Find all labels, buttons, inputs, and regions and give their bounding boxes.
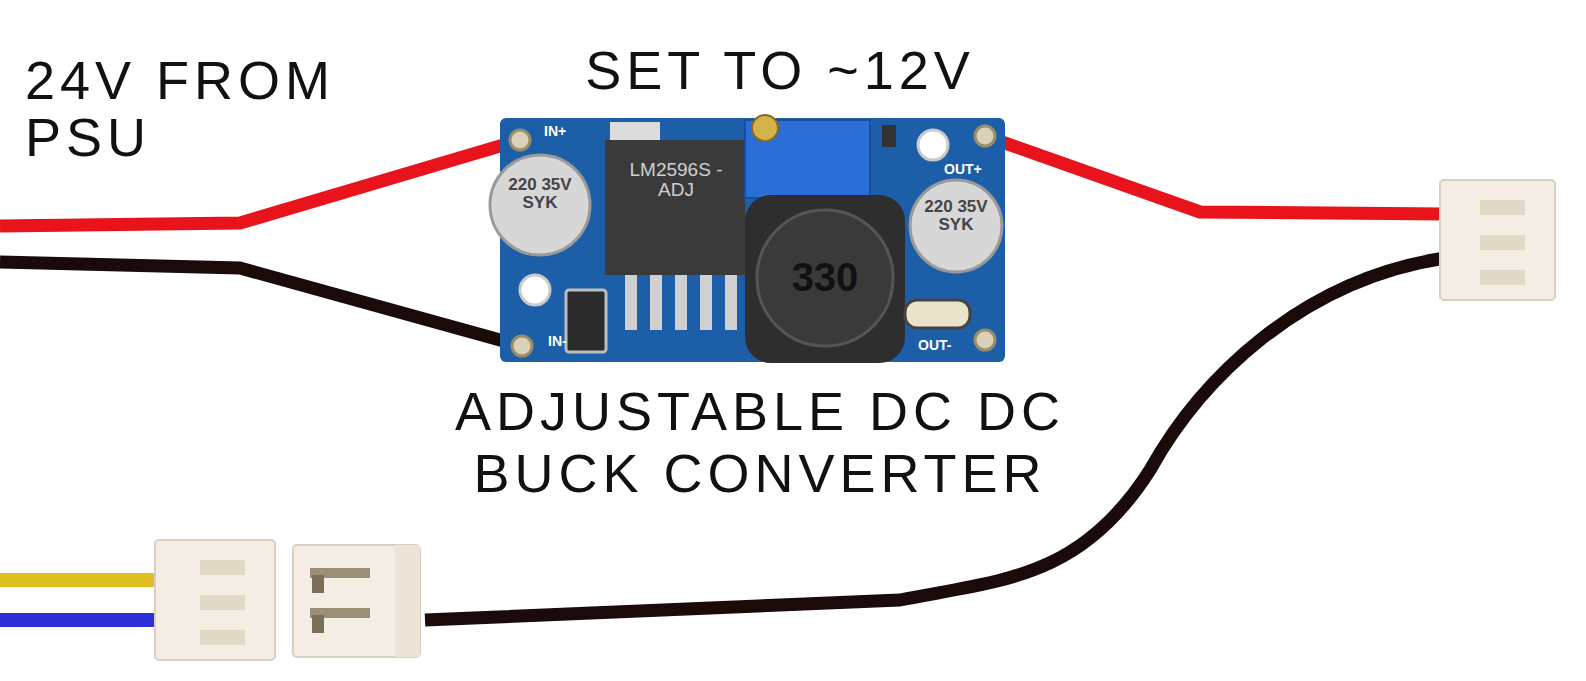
inductor-core — [757, 210, 893, 346]
terminal-label: IN+ — [544, 124, 566, 139]
mount-hole — [918, 130, 948, 160]
chip-marking: LM2596S -ADJ — [612, 160, 740, 200]
terminal-label: IN- — [548, 334, 567, 349]
inductor — [745, 195, 905, 363]
yellow-wire — [0, 573, 160, 587]
buck-converter-board — [490, 115, 1005, 363]
capacitor — [910, 180, 1002, 272]
inductor-marking: 330 — [785, 256, 865, 298]
heading-label: ADJUSTABLE DC DC BUCK CONVERTER — [420, 380, 1100, 504]
chip-pins — [625, 275, 737, 330]
blue-wire — [0, 613, 160, 627]
terminal-label: OUT- — [918, 338, 951, 353]
red-wire — [985, 136, 1445, 214]
heading-label: 24V FROM PSU — [25, 52, 370, 165]
smd-part — [905, 300, 970, 328]
mount-hole — [520, 275, 550, 305]
regulator-chip — [605, 140, 745, 275]
pad — [975, 126, 995, 146]
jst-connector — [155, 540, 275, 660]
heading-label: SET TO ~12V — [540, 42, 1020, 99]
capacitor — [490, 155, 590, 255]
pad — [510, 130, 530, 150]
capacitor-marking: 220 35V SYK — [508, 176, 572, 212]
diode — [566, 290, 606, 352]
jst-connector — [1440, 180, 1555, 300]
terminal-label: OUT+ — [944, 162, 982, 177]
capacitor-marking: 220 35V SYK — [924, 198, 988, 234]
pad — [512, 336, 532, 356]
black-wire — [0, 262, 522, 346]
smd-part — [882, 125, 896, 147]
jst-header — [293, 545, 420, 657]
trim-screw — [752, 115, 778, 141]
pad — [975, 330, 995, 350]
